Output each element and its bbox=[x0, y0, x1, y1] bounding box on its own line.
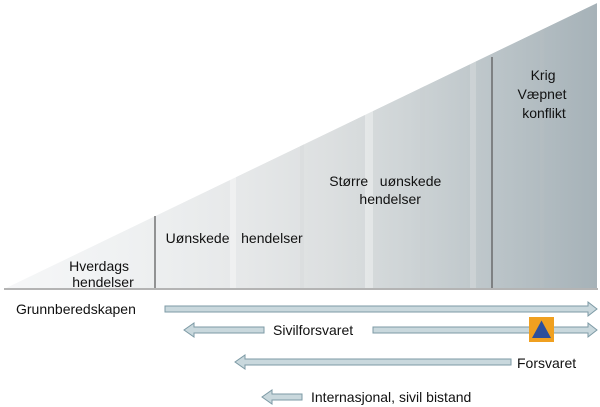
zone-war-line-3: konflikt bbox=[522, 105, 566, 121]
arrow-sivilforsvaret-right bbox=[372, 321, 598, 339]
arrow-sivilforsvaret-left bbox=[183, 322, 265, 338]
arrow-internasjonal-left bbox=[261, 389, 303, 405]
zone-war-line-2: Væpnet bbox=[518, 86, 567, 102]
arrow-forsvaret-left bbox=[234, 354, 512, 370]
zone-war-line-1: Krig bbox=[531, 67, 556, 83]
zone-undesired-line-1: Uønskede hendelser bbox=[166, 230, 303, 246]
actor-label-internasjonal: Internasjonal, sivil bistand bbox=[311, 389, 471, 405]
zone-label-major: Større uønskede hendelser bbox=[0, 0, 461, 207]
zone-everyday-line-1: Hverdags bbox=[69, 258, 129, 274]
actor-label-forsvaret: Forsvaret bbox=[517, 355, 576, 371]
zone-major-line-1: Større uønskede bbox=[329, 173, 441, 189]
zone-major-line-2: hendelser bbox=[359, 191, 421, 207]
triangle-mask bbox=[0, 0, 597, 288]
zone-label-everyday: Hverdags hendelser bbox=[69, 258, 134, 290]
zone-label-war: Krig Væpnet konflikt bbox=[518, 67, 571, 121]
zone-everyday-line-2: hendelser bbox=[72, 274, 134, 290]
triangle-marker-icon bbox=[529, 317, 554, 342]
actor-label-grunnberedskapen: Grunnberedskapen bbox=[16, 301, 136, 317]
actor-label-sivilforsvaret: Sivilforsvaret bbox=[273, 322, 353, 338]
zone-label-undesired: Uønskede hendelser bbox=[0, 0, 314, 246]
arrow-grunnberedskapen-right bbox=[164, 300, 598, 318]
